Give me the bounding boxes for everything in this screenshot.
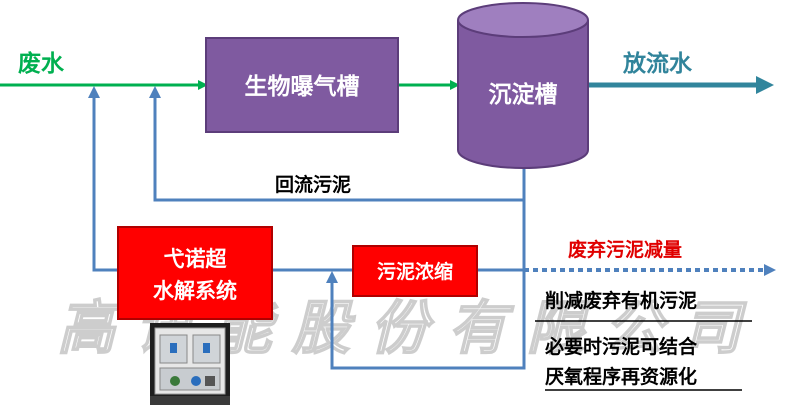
hydrolysis-system-box [117, 226, 273, 320]
hydrolysis-system-label-line1: 弋诺超 [164, 247, 228, 271]
return-sludge-label: 回流污泥 [275, 173, 351, 196]
note-anaerobic-recycle: 厌氧程序再资源化 [545, 365, 697, 388]
note-reduce-organic-sludge: 削减废弃有机污泥 [545, 289, 697, 312]
output-label: 放流水 [622, 50, 693, 77]
hydrolysis-system-label-line2: 水解系统 [153, 279, 237, 303]
sludge-thickening-label: 污泥浓缩 [377, 260, 453, 283]
flow-thickening-loop [326, 270, 526, 370]
equipment-cabinet-icon [150, 323, 230, 405]
flow-return-sludge [149, 86, 526, 202]
aeration-tank-label: 生物曝气槽 [245, 73, 360, 100]
aeration-tank-box [205, 37, 399, 133]
settling-tank-label: 沉淀槽 [489, 81, 558, 108]
settling-tank [457, 2, 589, 169]
input-label: 废水 [18, 50, 65, 77]
sludge-thickening-box [352, 245, 478, 297]
waste-reduction-label: 废弃污泥减量 [568, 238, 682, 261]
flow-hydrolysis-loop [88, 86, 526, 272]
note-combine-sludge: 必要时污泥可结合 [544, 335, 698, 358]
